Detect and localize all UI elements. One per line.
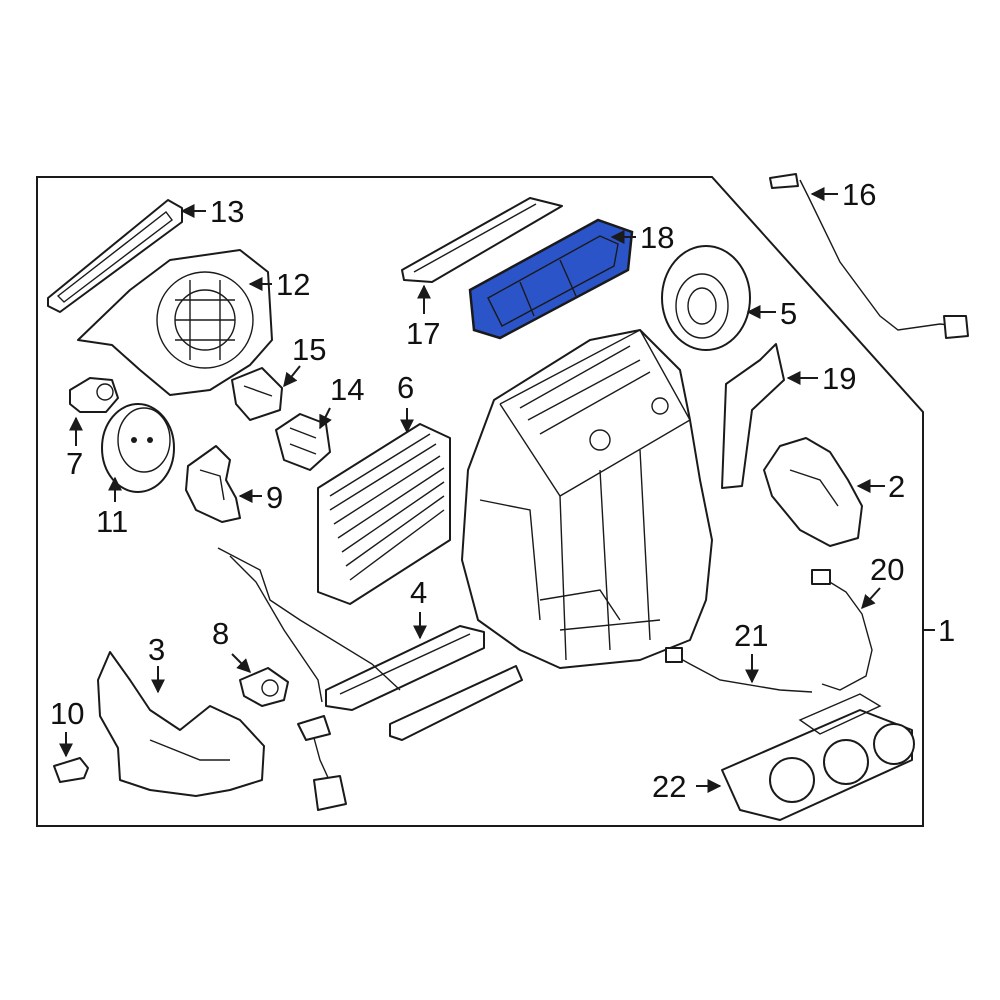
part-22-control-panel[interactable] bbox=[721, 693, 915, 821]
part-21-sensor-wire[interactable] bbox=[665, 647, 813, 693]
part-9-cover-bracket[interactable] bbox=[185, 445, 241, 523]
part-19-duct[interactable] bbox=[721, 343, 785, 489]
callout-leaders bbox=[59, 187, 935, 793]
callout-12: 12 bbox=[276, 267, 310, 302]
part-15-resistor[interactable] bbox=[231, 367, 283, 421]
part-14-actuator-motor[interactable] bbox=[275, 413, 331, 471]
callout-10: 10 bbox=[50, 696, 84, 731]
part-3-bracket[interactable] bbox=[97, 651, 265, 797]
part-12-blower-housing[interactable] bbox=[77, 249, 273, 396]
callout-1: 1 bbox=[938, 613, 955, 648]
callout-13: 13 bbox=[210, 194, 244, 229]
callout-20: 20 bbox=[870, 552, 904, 587]
callout-2: 2 bbox=[888, 469, 905, 504]
heater-pipes[interactable] bbox=[217, 547, 401, 703]
callout-6: 6 bbox=[397, 370, 414, 405]
callout-9: 9 bbox=[266, 480, 283, 515]
callout-17: 17 bbox=[406, 316, 440, 351]
callout-19: 19 bbox=[822, 361, 856, 396]
callout-18: 18 bbox=[640, 220, 674, 255]
callout-8: 8 bbox=[212, 616, 229, 651]
callout-7: 7 bbox=[66, 446, 83, 481]
callout-5: 5 bbox=[780, 296, 797, 331]
part-16-drain-tube[interactable] bbox=[769, 173, 969, 339]
part-18-body bbox=[468, 218, 634, 340]
callout-4: 4 bbox=[410, 575, 427, 610]
callout-21: 21 bbox=[734, 618, 768, 653]
callout-22: 22 bbox=[652, 769, 686, 804]
part-4-heater-core[interactable] bbox=[325, 625, 523, 741]
part-6-cabin-filter[interactable] bbox=[317, 423, 451, 605]
part-13-inlet-frame[interactable] bbox=[47, 199, 183, 313]
hvac-case-main[interactable] bbox=[461, 329, 713, 669]
part-5-blower-wheel[interactable] bbox=[661, 245, 751, 351]
part-20-sensor-wire[interactable] bbox=[811, 569, 873, 691]
part-18-filter-highlighted[interactable] bbox=[468, 218, 634, 340]
assembly-frame bbox=[36, 176, 924, 827]
part-17-filter-cover[interactable] bbox=[401, 197, 563, 283]
part-2-mode-housing[interactable] bbox=[763, 437, 863, 547]
part-10-fastener[interactable] bbox=[53, 757, 89, 783]
callout-15: 15 bbox=[292, 332, 326, 367]
wiring-harness[interactable] bbox=[297, 715, 347, 811]
part-7-actuator[interactable] bbox=[69, 377, 119, 413]
part-11-blower-motor[interactable] bbox=[101, 403, 175, 493]
callout-3: 3 bbox=[148, 632, 165, 667]
callout-11: 11 bbox=[96, 504, 128, 539]
callout-16: 16 bbox=[842, 177, 876, 212]
part-8-sensor[interactable] bbox=[239, 667, 289, 707]
callout-14: 14 bbox=[330, 372, 364, 407]
